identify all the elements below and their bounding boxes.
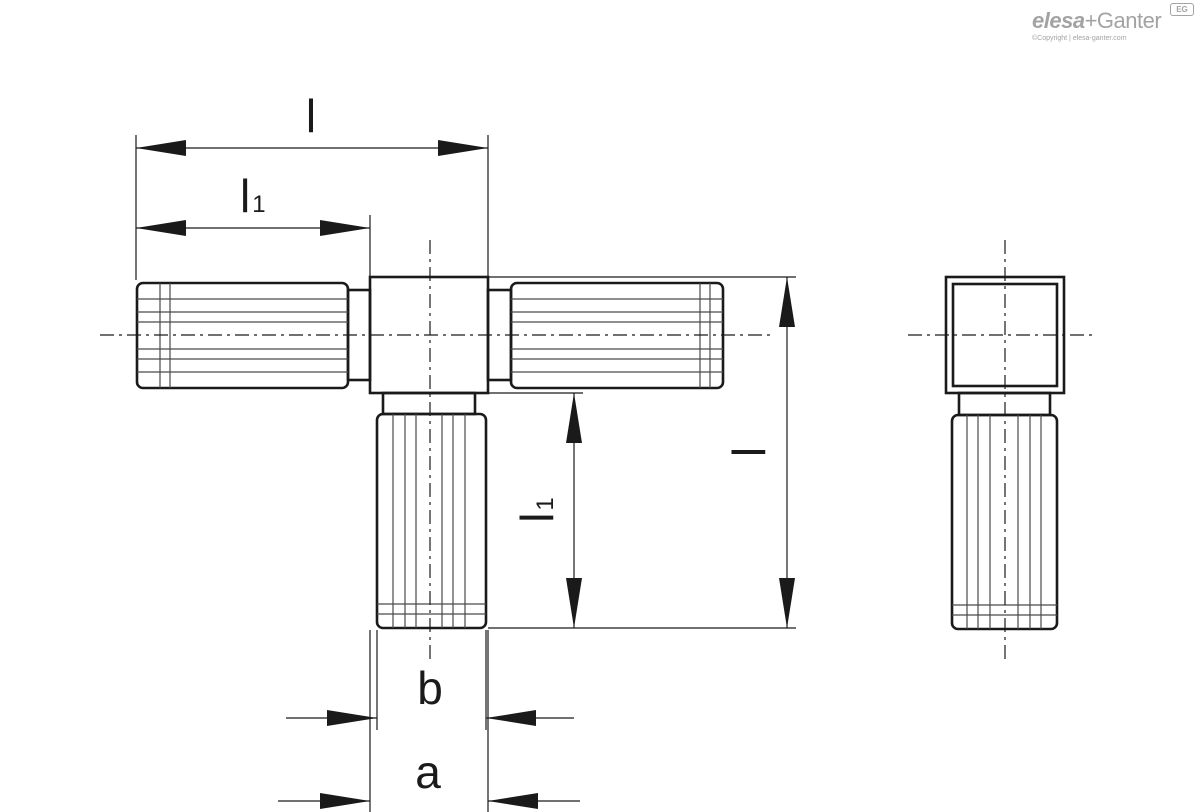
dimension-top-partial: l1 (136, 170, 371, 276)
dim-label-l1-top-main: l (240, 170, 250, 222)
down-knurled-plug (375, 412, 488, 630)
dim-label-l1-side-sub: 1 (532, 497, 559, 510)
brand-copyright: ©Copyright | elesa-ganter.com (1032, 35, 1127, 42)
brand-name-elesa: elesa (1032, 8, 1085, 33)
dim-label-a: a (415, 746, 441, 798)
dim-label-l1-side-main: l (511, 513, 563, 523)
down-neck (381, 391, 477, 416)
brand-name-ganter: +Ganter (1084, 8, 1162, 33)
dim-label-l1-top: l1 (240, 170, 266, 222)
dimension-width-b: b (286, 630, 574, 730)
dim-label-l1-top-sub: 1 (252, 191, 265, 218)
dim-label-b: b (417, 662, 443, 714)
brand-logo: elesa+Ganter ©Copyright | elesa-ganter.c… (1032, 8, 1172, 48)
dimension-side-partial: l1 (488, 392, 583, 628)
dim-label-l-side: l (723, 447, 775, 457)
side-view (908, 240, 1095, 662)
dimension-width-a: a (278, 630, 580, 812)
dim-label-l1-side: l1 (511, 497, 563, 523)
front-view (100, 240, 770, 660)
brand-name: elesa+Ganter (1032, 8, 1172, 34)
brand-badge: EG (1170, 3, 1194, 16)
dim-label-l-top: l (306, 90, 316, 142)
dimension-top-overall: l (135, 90, 489, 280)
dimension-side-overall: l (488, 276, 796, 629)
